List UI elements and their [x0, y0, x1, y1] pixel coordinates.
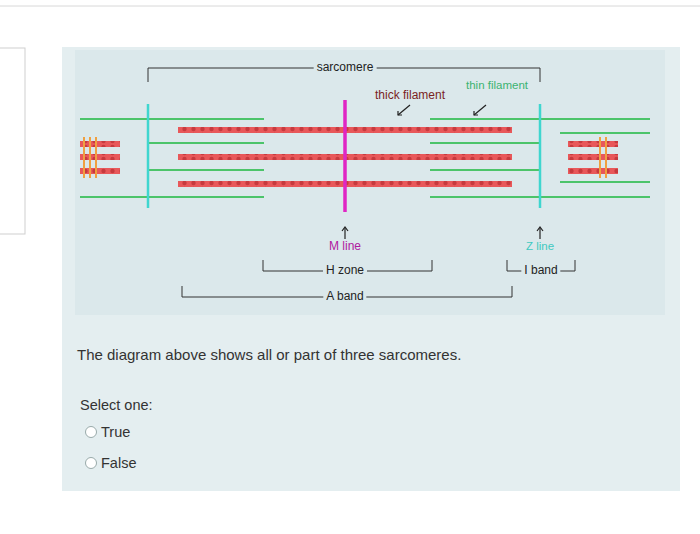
band-label: I band	[521, 264, 560, 278]
radio-button	[86, 427, 97, 438]
z-line	[147, 104, 150, 208]
option-text: True	[101, 424, 130, 441]
page-rule	[0, 6, 700, 7]
band-label: H zone	[323, 264, 367, 278]
prompt-text: Select one:	[80, 397, 153, 414]
m-line	[343, 100, 347, 212]
structure-label: thick filament	[375, 89, 445, 103]
leader-arrows	[342, 105, 543, 239]
structure-label: Z line	[526, 240, 554, 253]
thin-filaments-outside	[80, 119, 650, 197]
question-panel	[62, 47, 680, 491]
structure-label: sarcomere	[314, 61, 377, 75]
band-brackets	[182, 260, 575, 297]
radio-button	[86, 458, 97, 469]
option-text: False	[101, 455, 136, 472]
question-text: The diagram above shows all or part of t…	[77, 346, 461, 363]
structure-label: thin filament	[466, 79, 528, 92]
structure-label: M line	[329, 240, 361, 254]
side-panel	[0, 48, 25, 234]
figure-ground	[75, 50, 665, 315]
neighbour-thick-filaments	[80, 141, 618, 174]
band-label: A band	[323, 290, 366, 304]
z-line	[539, 104, 542, 208]
